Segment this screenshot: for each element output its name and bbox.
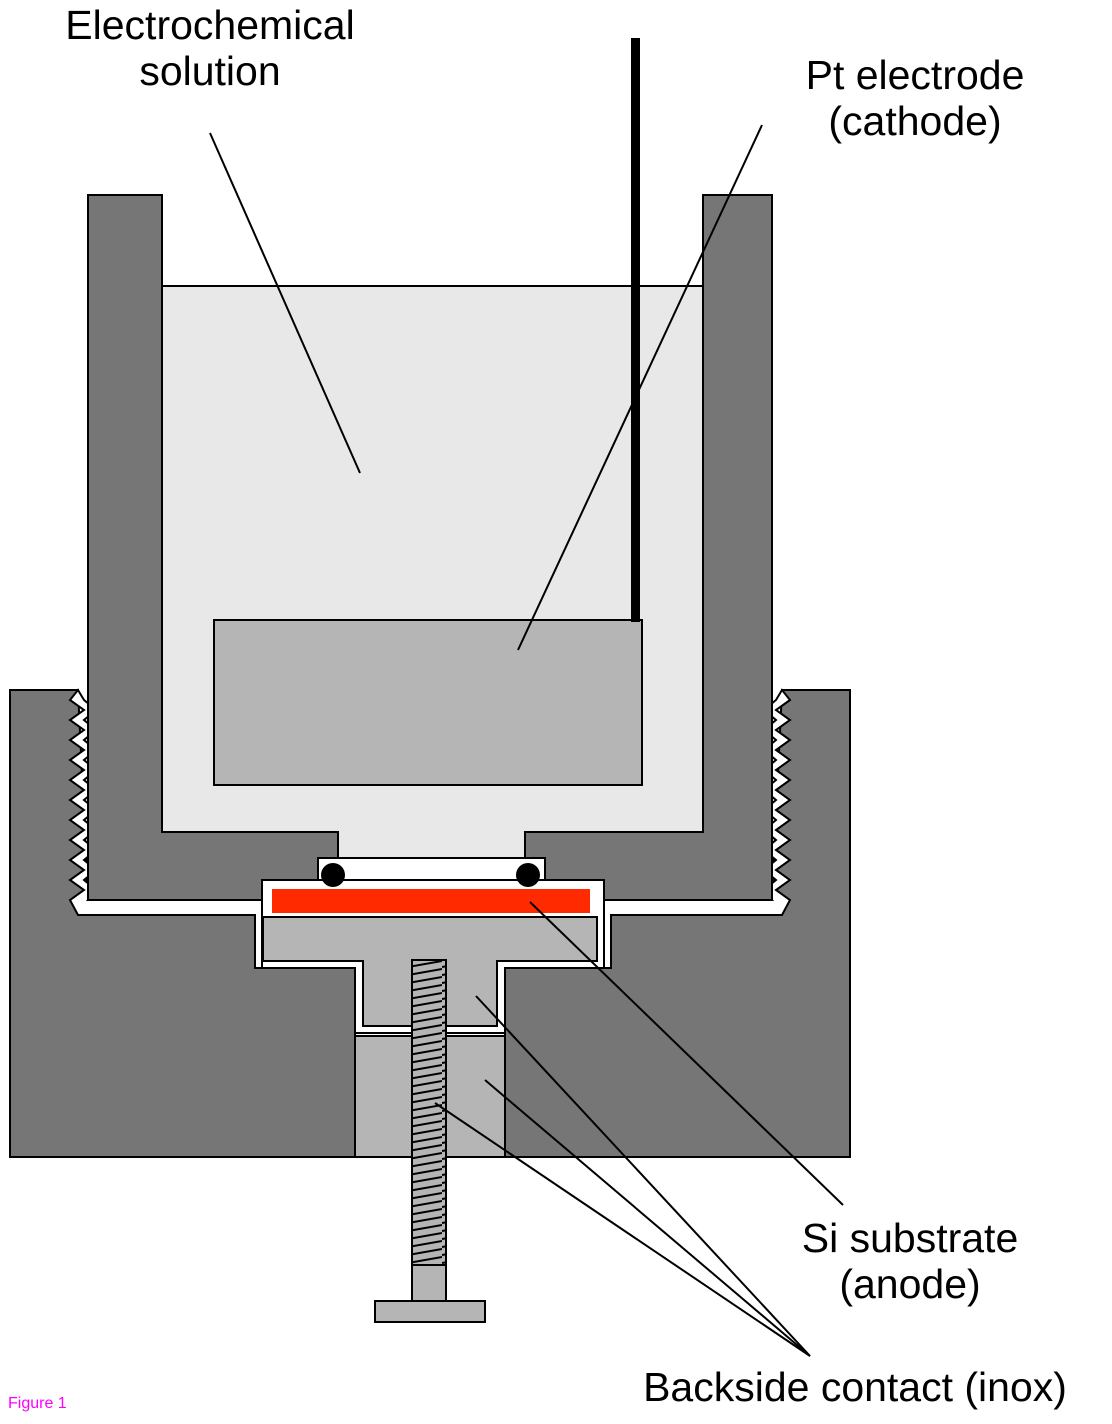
- leader-pt-electrode: [517, 124, 763, 651]
- screw-threaded-shank: [411, 959, 447, 1266]
- label-electrochemical-solution-line-1: Electrochemical: [65, 2, 355, 48]
- label-si-substrate: Si substrate (anode): [760, 1215, 1060, 1307]
- si-substrate: [272, 889, 590, 913]
- o-ring-left: [321, 863, 345, 887]
- o-ring-right: [516, 863, 540, 887]
- label-backside-contact: Backside contact (inox): [643, 1364, 1067, 1410]
- label-pt-electrode: Pt electrode (cathode): [735, 52, 1095, 144]
- leader-backside-3: [434, 1102, 811, 1357]
- pt-electrode-wire: [631, 38, 640, 622]
- leader-backside-2: [484, 1079, 811, 1357]
- screw-plain-shank: [411, 1264, 447, 1303]
- label-si-substrate-line-2: (anode): [839, 1261, 981, 1307]
- figure-label: Figure 1: [8, 1395, 67, 1412]
- backside-contact-block-left: [354, 1035, 413, 1158]
- leader-si-substrate: [529, 901, 844, 1206]
- label-pt-electrode-line-2: (cathode): [828, 98, 1002, 144]
- leader-solution: [209, 132, 361, 474]
- leader-lines: [209, 124, 844, 1357]
- leader-backside-1: [475, 995, 811, 1357]
- backside-contact-block-right: [445, 1035, 506, 1158]
- label-si-substrate-line-1: Si substrate: [801, 1215, 1019, 1261]
- label-electrochemical-solution: Electrochemical solution: [30, 2, 390, 94]
- label-pt-electrode-line-1: Pt electrode: [805, 52, 1025, 98]
- contact-screw: [374, 959, 486, 1323]
- label-electrochemical-solution-line-2: solution: [139, 48, 281, 94]
- pt-electrode-plate: [213, 619, 643, 786]
- screw-head: [374, 1300, 486, 1323]
